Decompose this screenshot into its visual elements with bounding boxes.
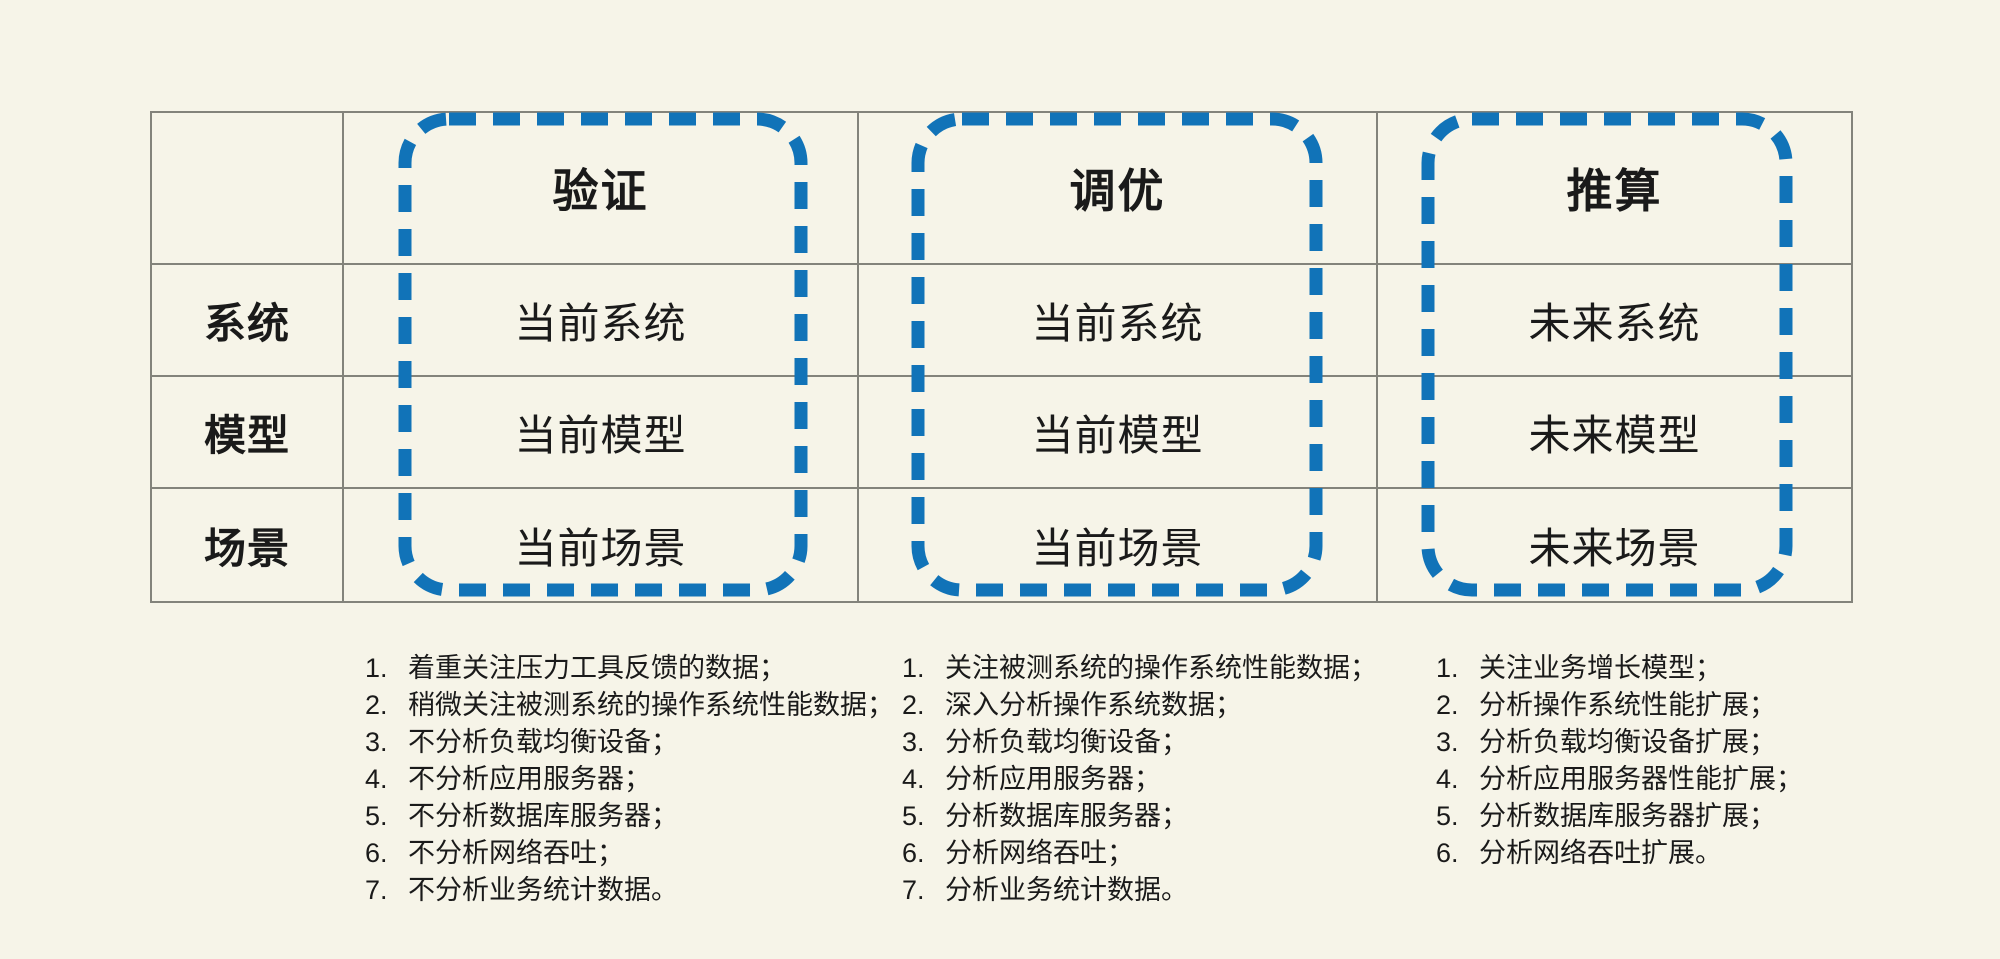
list-item-number: 5. [365,801,388,831]
list-item: 5. 分析数据库服务器； [902,798,1462,835]
list-item-text: 分析操作系统性能扩展； [1479,690,1776,720]
comparison-table: 验证 调优 推算 系统 当前系统 当前系统 未来系统 模型 当前模型 当前模型 … [150,111,1853,603]
list-item-number: 1. [902,653,925,683]
list-item-text: 稍微关注被测系统的操作系统性能数据； [408,690,894,720]
notes-validation: 1. 着重关注压力工具反馈的数据； 2. 稍微关注被测系统的操作系统性能数据； … [365,650,925,909]
list-item: 6. 分析网络吞吐扩展。 [1436,835,1996,872]
list-item-number: 6. [1436,838,1459,868]
list-item-text: 分析应用服务器性能扩展； [1479,764,1803,794]
list-item-text: 着重关注压力工具反馈的数据； [408,653,786,683]
table-cell-tuning-model: 当前模型 [859,377,1378,489]
list-item-number: 2. [902,690,925,720]
notes-tuning: 1. 关注被测系统的操作系统性能数据； 2. 深入分析操作系统数据； 3. 分析… [902,650,1462,909]
list-item-number: 1. [365,653,388,683]
list-item-number: 4. [902,764,925,794]
list-item: 6. 不分析网络吞吐； [365,835,925,872]
list-item-text: 分析数据库服务器； [945,801,1188,831]
list-item: 7. 不分析业务统计数据。 [365,872,925,909]
list-item-number: 1. [1436,653,1459,683]
list-item-text: 关注业务增长模型； [1479,653,1722,683]
list-item-number: 6. [365,838,388,868]
list-item: 1. 关注被测系统的操作系统性能数据； [902,650,1462,687]
list-item-number: 3. [902,727,925,757]
list-item-number: 2. [365,690,388,720]
list-item: 1. 着重关注压力工具反馈的数据； [365,650,925,687]
row-label-model: 模型 [152,377,344,489]
list-item-text: 不分析数据库服务器； [408,801,678,831]
list-item: 7. 分析业务统计数据。 [902,872,1462,909]
list-item-text: 不分析应用服务器； [408,764,651,794]
list-item-number: 7. [902,875,925,905]
list-item-number: 5. [1436,801,1459,831]
table-cell-validation-system: 当前系统 [344,265,859,377]
table-cell-validation-model: 当前模型 [344,377,859,489]
list-item-text: 深入分析操作系统数据； [945,690,1242,720]
list-item-number: 2. [1436,690,1459,720]
list-item: 4. 不分析应用服务器； [365,761,925,798]
corner-cell [152,113,344,265]
list-item: 3. 不分析负载均衡设备； [365,724,925,761]
list-item: 1. 关注业务增长模型； [1436,650,1996,687]
list-item-text: 关注被测系统的操作系统性能数据； [945,653,1377,683]
list-item-number: 3. [365,727,388,757]
list-item: 6. 分析网络吞吐； [902,835,1462,872]
list-item-text: 分析负载均衡设备扩展； [1479,727,1776,757]
list-item-text: 分析网络吞吐； [945,838,1134,868]
list-item: 4. 分析应用服务器性能扩展； [1436,761,1996,798]
table-cell-tuning-system: 当前系统 [859,265,1378,377]
list-item-number: 4. [365,764,388,794]
list-item-text: 分析应用服务器； [945,764,1161,794]
list-item: 2. 稍微关注被测系统的操作系统性能数据； [365,687,925,724]
table-cell-projection-system: 未来系统 [1378,265,1851,377]
list-item-text: 不分析负载均衡设备； [408,727,678,757]
list-item-text: 分析数据库服务器扩展； [1479,801,1776,831]
list-item-text: 不分析业务统计数据。 [408,875,678,905]
list-item: 2. 深入分析操作系统数据； [902,687,1462,724]
list-item-text: 分析负载均衡设备； [945,727,1188,757]
table-cell-validation-scenario: 当前场景 [344,489,859,601]
list-item: 3. 分析负载均衡设备扩展； [1436,724,1996,761]
row-label-scenario: 场景 [152,489,344,601]
column-header-tuning: 调优 [859,113,1378,265]
list-item-number: 3. [1436,727,1459,757]
notes-projection: 1. 关注业务增长模型； 2. 分析操作系统性能扩展； 3. 分析负载均衡设备扩… [1436,650,1996,872]
column-header-projection: 推算 [1378,113,1851,265]
list-item-number: 6. [902,838,925,868]
list-item-number: 4. [1436,764,1459,794]
list-item-text: 分析网络吞吐扩展。 [1479,838,1722,868]
list-item: 5. 不分析数据库服务器； [365,798,925,835]
list-item-text: 分析业务统计数据。 [945,875,1188,905]
column-header-validation: 验证 [344,113,859,265]
list-item: 3. 分析负载均衡设备； [902,724,1462,761]
table-cell-projection-model: 未来模型 [1378,377,1851,489]
list-item-number: 5. [902,801,925,831]
table-cell-tuning-scenario: 当前场景 [859,489,1378,601]
list-item: 4. 分析应用服务器； [902,761,1462,798]
list-item: 5. 分析数据库服务器扩展； [1436,798,1996,835]
row-label-system: 系统 [152,265,344,377]
list-item-text: 不分析网络吞吐； [408,838,624,868]
table-cell-projection-scenario: 未来场景 [1528,524,1701,572]
list-item: 2. 分析操作系统性能扩展； [1436,687,1996,724]
list-item-number: 7. [365,875,388,905]
